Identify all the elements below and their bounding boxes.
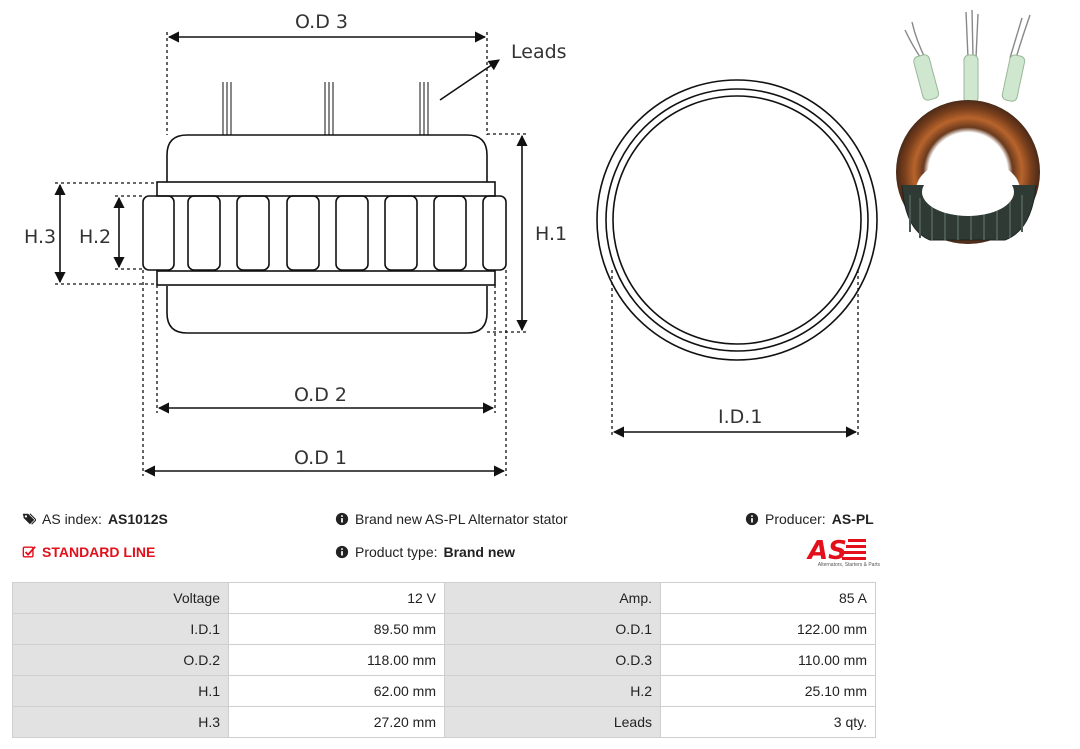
h3-label: H.3 bbox=[24, 226, 56, 248]
spec-value: 118.00 mm bbox=[228, 644, 445, 676]
info-circle-icon bbox=[745, 512, 759, 526]
spec-label: Voltage bbox=[12, 582, 229, 614]
stator-front-view bbox=[596, 79, 878, 361]
core-teeth bbox=[142, 195, 507, 271]
product-type-row: Product type: Brand new bbox=[335, 544, 515, 560]
extension-lines bbox=[55, 32, 859, 476]
spec-label: H.2 bbox=[444, 675, 661, 707]
spec-value: 27.20 mm bbox=[228, 706, 445, 738]
as-index-row: AS index: AS1012S bbox=[22, 511, 168, 527]
lead-wires bbox=[222, 82, 429, 135]
spec-value: 3 qty. bbox=[660, 706, 876, 738]
info-circle-icon bbox=[335, 512, 349, 526]
h1-label: H.1 bbox=[535, 223, 567, 245]
tags-icon bbox=[22, 513, 36, 525]
stator-side-view bbox=[142, 82, 507, 334]
spec-label: Amp. bbox=[444, 582, 661, 614]
table-row: I.D.1 89.50 mm O.D.1 122.00 mm bbox=[12, 613, 876, 645]
check-square-icon bbox=[22, 546, 36, 558]
as-pl-logo-mark: AS bbox=[806, 536, 866, 566]
od3-label: O.D 3 bbox=[295, 11, 348, 33]
core-ring-bottom bbox=[156, 270, 496, 286]
spec-value: 122.00 mm bbox=[660, 613, 876, 645]
id1-label: I.D.1 bbox=[718, 406, 762, 428]
spec-value: 89.50 mm bbox=[228, 613, 445, 645]
winding-bottom bbox=[166, 286, 488, 334]
as-index-value: AS1012S bbox=[107, 511, 168, 527]
logo-tagline: Alternators, Starters & Parts bbox=[817, 562, 880, 568]
spec-value: 62.00 mm bbox=[228, 675, 445, 707]
table-row: Voltage 12 V Amp. 85 A bbox=[12, 582, 876, 614]
winding-top bbox=[166, 134, 488, 182]
product-type-value: Brand new bbox=[443, 544, 516, 560]
standard-line-label: STANDARD LINE bbox=[42, 544, 156, 560]
table-row: H.1 62.00 mm H.2 25.10 mm bbox=[12, 675, 876, 707]
description-row: Brand new AS-PL Alternator stator bbox=[335, 511, 568, 527]
spec-label: I.D.1 bbox=[12, 613, 229, 645]
core-ring-top bbox=[156, 181, 496, 197]
producer-label: Producer: bbox=[765, 511, 826, 527]
od1-label: O.D 1 bbox=[294, 447, 347, 469]
producer-row: Producer: AS-PL bbox=[745, 511, 874, 527]
table-row: H.3 27.20 mm Leads 3 qty. bbox=[12, 706, 876, 738]
leads-label: Leads bbox=[511, 41, 567, 63]
standard-line-row: STANDARD LINE bbox=[22, 544, 155, 560]
leads-arrow bbox=[439, 59, 500, 101]
as-pl-logo: AS Alternators, Starters & Parts bbox=[790, 536, 880, 570]
producer-value: AS-PL bbox=[831, 511, 874, 527]
stator-photo bbox=[896, 9, 1040, 244]
spec-label: Leads bbox=[444, 706, 661, 738]
spec-label: O.D.1 bbox=[444, 613, 661, 645]
spec-label: O.D.3 bbox=[444, 644, 661, 676]
spec-value: 12 V bbox=[228, 582, 445, 614]
h2-label: H.2 bbox=[79, 226, 111, 248]
od2-label: O.D 2 bbox=[294, 384, 347, 406]
as-index-label: AS index: bbox=[42, 511, 102, 527]
spec-label: H.3 bbox=[12, 706, 229, 738]
spec-label: H.1 bbox=[12, 675, 229, 707]
dimension-arrows bbox=[54, 31, 858, 477]
description-text: Brand new AS-PL Alternator stator bbox=[355, 511, 568, 527]
spec-label: O.D.2 bbox=[12, 644, 229, 676]
specs-table: Voltage 12 V Amp. 85 A I.D.1 89.50 mm O.… bbox=[12, 582, 876, 738]
spec-value: 110.00 mm bbox=[660, 644, 876, 676]
spec-value: 85 A bbox=[660, 582, 876, 614]
table-row: O.D.2 118.00 mm O.D.3 110.00 mm bbox=[12, 644, 876, 676]
info-circle-icon bbox=[335, 545, 349, 559]
product-type-label: Product type: bbox=[355, 544, 438, 560]
stator-dimension-drawing: O.D 3 Leads H.1 H.3 H.2 O.D 2 O.D 1 I.D.… bbox=[24, 9, 1040, 477]
spec-value: 25.10 mm bbox=[660, 675, 876, 707]
svg-text:AS: AS bbox=[806, 536, 847, 564]
